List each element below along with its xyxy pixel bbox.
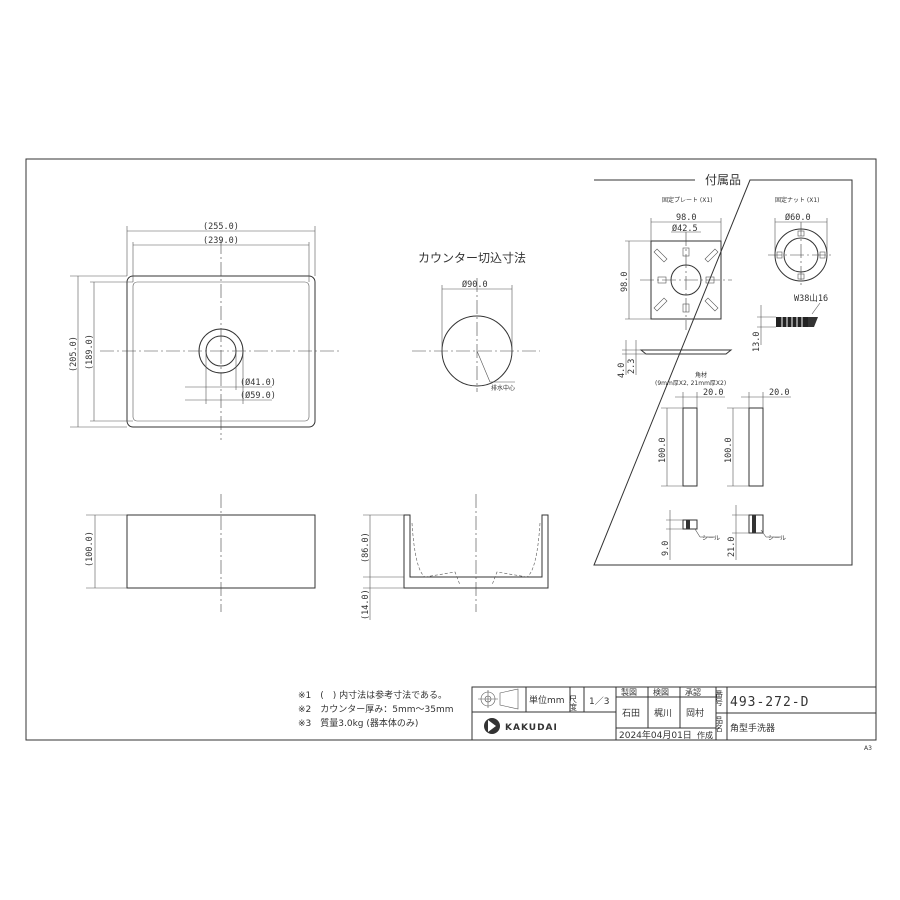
front-view: (100.0) bbox=[85, 494, 316, 612]
nut-thread-label: W38山16 bbox=[794, 293, 828, 304]
notes: ※1 ( ) 内寸法は参考寸法である。 ※2 カウンター厚み：5mm～35mm … bbox=[298, 689, 454, 729]
drain-d2-label: (Ø59.0) bbox=[240, 390, 276, 401]
nut-title: 固定ナット (X1) bbox=[775, 196, 820, 204]
section-inner-height-label: (86.0) bbox=[361, 532, 371, 563]
note-2: ※2 カウンター厚み：5mm～35mm bbox=[298, 704, 454, 715]
front-height-label: (100.0) bbox=[85, 531, 95, 567]
brand-logo bbox=[484, 718, 500, 734]
outer-depth-label: (205.0) bbox=[69, 336, 79, 372]
plate-height-label: 98.0 bbox=[620, 272, 630, 292]
date: 2024年04月01日 bbox=[619, 729, 692, 741]
section-bottom-label: (14.0) bbox=[361, 589, 371, 620]
spacer-width2-label: 20.0 bbox=[769, 388, 789, 398]
name-3: 岡村 bbox=[686, 707, 704, 719]
spacer-thickness1-label: 9.0 bbox=[661, 541, 671, 556]
product-name: 角型手洗器 bbox=[730, 722, 775, 734]
scale-value: 1／3 bbox=[589, 696, 609, 707]
nut-height-label: 13.0 bbox=[752, 332, 762, 352]
nut-diameter-label: Ø60.0 bbox=[785, 212, 811, 223]
checked-label: 検図 bbox=[653, 687, 669, 697]
title-block: 単位mm 尺度 1／3 KAKUDAI 製図 検図 承認 石田 梶川 岡村 20… bbox=[471, 686, 877, 741]
plate-thickness2-label: 2.3 bbox=[627, 359, 637, 374]
plate-width-label: 98.0 bbox=[676, 213, 696, 223]
accessories-title: 付属品 bbox=[705, 173, 741, 187]
inner-width-label: (239.0) bbox=[203, 236, 239, 246]
sheet-size: A3 bbox=[864, 745, 872, 752]
plan-view: (255.0) (239.0) (205.0) (189.0) (Ø41.0) … bbox=[69, 222, 340, 440]
created-label: 作成 bbox=[697, 730, 713, 740]
drain-d1-label: (Ø41.0) bbox=[240, 377, 276, 388]
cutout-diameter-label: Ø90.0 bbox=[462, 279, 488, 290]
accessories-panel: 付属品 固定プレート (X1) 98.0 Ø42.5 98.0 bbox=[593, 173, 853, 566]
drain-center-label: 排水中心 bbox=[491, 384, 515, 392]
plate-hole-label: Ø42.5 bbox=[672, 223, 698, 234]
nut-side bbox=[776, 317, 818, 327]
approved-label: 承認 bbox=[685, 687, 701, 697]
unit-label: 単位mm bbox=[529, 694, 565, 706]
brand-name: KAKUDAI bbox=[505, 723, 558, 733]
plate-title: 固定プレート (X1) bbox=[662, 196, 713, 204]
number-label: 番号 bbox=[715, 689, 724, 707]
name-label: 品名 bbox=[715, 716, 724, 733]
cutout-title: カウンター切込寸法 bbox=[418, 251, 526, 265]
spacer-height2-label: 100.0 bbox=[724, 437, 734, 463]
seal2-label: シール bbox=[768, 535, 786, 542]
note-1: ※1 ( ) 内寸法は参考寸法である。 bbox=[298, 689, 447, 701]
made-label: 製図 bbox=[621, 687, 637, 697]
projection-symbol bbox=[478, 688, 519, 710]
plate-thickness1-label: 4.0 bbox=[617, 363, 627, 378]
cutout-view: カウンター切込寸法 Ø90.0 排水中心 bbox=[412, 251, 540, 392]
spacer-thickness2-label: 21.0 bbox=[727, 537, 737, 557]
spacer-height1-label: 100.0 bbox=[658, 437, 668, 463]
spacer-title: 角材 bbox=[695, 371, 707, 379]
note-3: ※3 質量3.0kg (器本体のみ) bbox=[298, 717, 418, 729]
scale-label: 尺度 bbox=[569, 695, 578, 712]
spacer-width1-label: 20.0 bbox=[703, 388, 723, 398]
inner-depth-label: (189.0) bbox=[85, 334, 95, 370]
product-number: 493-272-D bbox=[730, 695, 809, 710]
sheet-border bbox=[25, 158, 877, 741]
outer-width-label: (255.0) bbox=[203, 222, 239, 232]
seal1-label: シール bbox=[702, 535, 720, 542]
name-1: 石田 bbox=[622, 708, 640, 719]
section-view: (86.0) (14.0) bbox=[361, 494, 549, 620]
name-2: 梶川 bbox=[654, 707, 672, 719]
spacer-subtitle: (9mm厚X2, 21mm厚X2) bbox=[655, 380, 726, 387]
